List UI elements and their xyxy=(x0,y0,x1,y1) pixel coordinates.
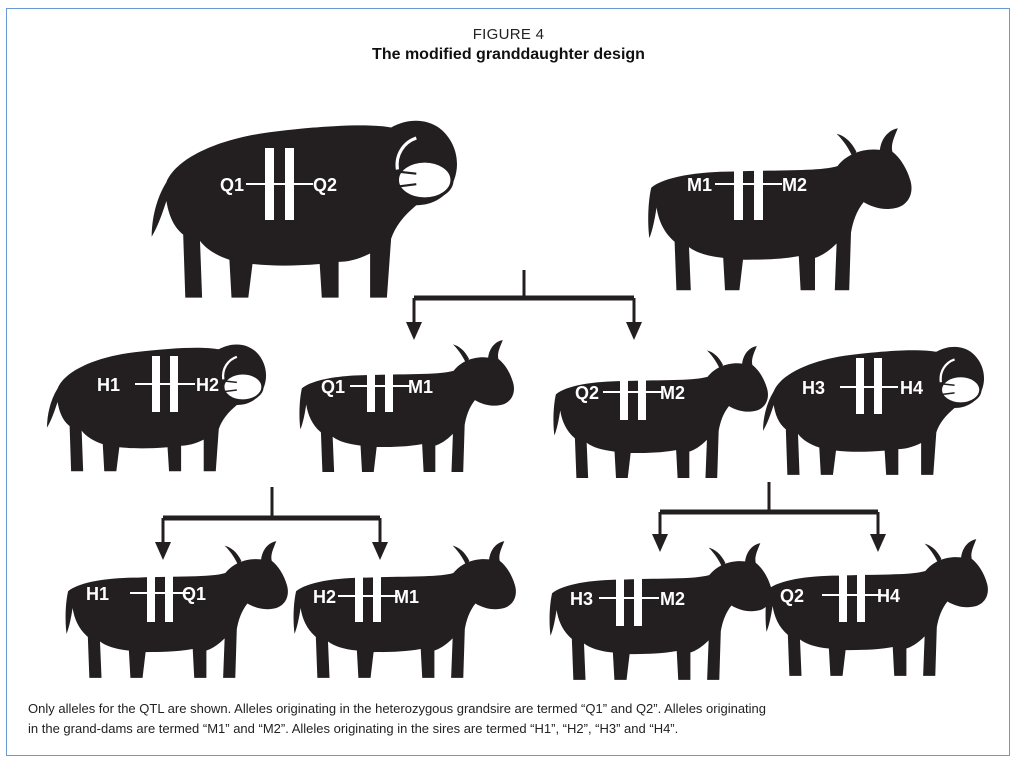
allele-left: H3 xyxy=(802,378,825,398)
arrow-down-icon xyxy=(870,534,886,552)
sire-a: H1 H2 xyxy=(47,344,266,471)
arrow-down-icon xyxy=(652,534,668,552)
grandsire: Q1 Q2 xyxy=(152,121,457,298)
allele-right: H4 xyxy=(900,378,923,398)
cow-icon xyxy=(766,539,988,676)
arrow-down-icon xyxy=(406,322,422,340)
daughter-1: H1 Q1 xyxy=(66,541,288,678)
bull-icon xyxy=(152,121,457,298)
caption-line-2: in the grand-dams are termed “M1” and “M… xyxy=(28,719,1017,739)
cow-icon xyxy=(299,340,514,472)
arrow-down-icon xyxy=(372,542,388,560)
allele-right: Q2 xyxy=(313,175,337,195)
caption-line-1: Only alleles for the QTL are shown. Alle… xyxy=(28,699,1017,719)
dam-a: Q1 M1 xyxy=(299,340,514,472)
connector-right xyxy=(652,482,886,552)
arrow-down-icon xyxy=(155,542,171,560)
daughter-2: H2 M1 xyxy=(294,541,516,678)
allele-left: M1 xyxy=(687,175,712,195)
allele-left: H1 xyxy=(97,375,120,395)
arrow-down-icon xyxy=(626,322,642,340)
chromosome-right xyxy=(385,356,393,412)
allele-right: Q1 xyxy=(182,584,206,604)
daughter-4: Q2 H4 xyxy=(766,539,988,676)
cow-icon xyxy=(550,543,772,680)
dam-b: Q2 M2 xyxy=(553,346,768,478)
allele-right: M1 xyxy=(394,587,419,607)
figure-caption: Only alleles for the QTL are shown. Alle… xyxy=(28,699,1017,739)
allele-left: Q1 xyxy=(321,377,345,397)
cow-icon xyxy=(553,346,768,478)
allele-left: H2 xyxy=(313,587,336,607)
chromosome-right xyxy=(373,566,381,622)
allele-right: M1 xyxy=(408,377,433,397)
allele-right: H4 xyxy=(877,586,900,606)
chromosome-left xyxy=(355,566,363,622)
chromosome-left xyxy=(367,356,375,412)
allele-right: M2 xyxy=(660,383,685,403)
cow-icon xyxy=(294,541,516,678)
allele-left: H1 xyxy=(86,584,109,604)
allele-right: H2 xyxy=(196,375,219,395)
granddam: M1 M2 xyxy=(648,128,911,290)
daughter-3: H3 M2 xyxy=(550,543,772,680)
cow-icon xyxy=(66,541,288,678)
bull-icon xyxy=(763,347,984,475)
allele-right: M2 xyxy=(782,175,807,195)
allele-left: Q1 xyxy=(220,175,244,195)
allele-left: Q2 xyxy=(780,586,804,606)
sire-b: H3 H4 xyxy=(763,347,984,475)
allele-left: Q2 xyxy=(575,383,599,403)
allele-left: H3 xyxy=(570,589,593,609)
connector-top xyxy=(406,270,642,340)
allele-right: M2 xyxy=(660,589,685,609)
cow-icon xyxy=(648,128,911,290)
